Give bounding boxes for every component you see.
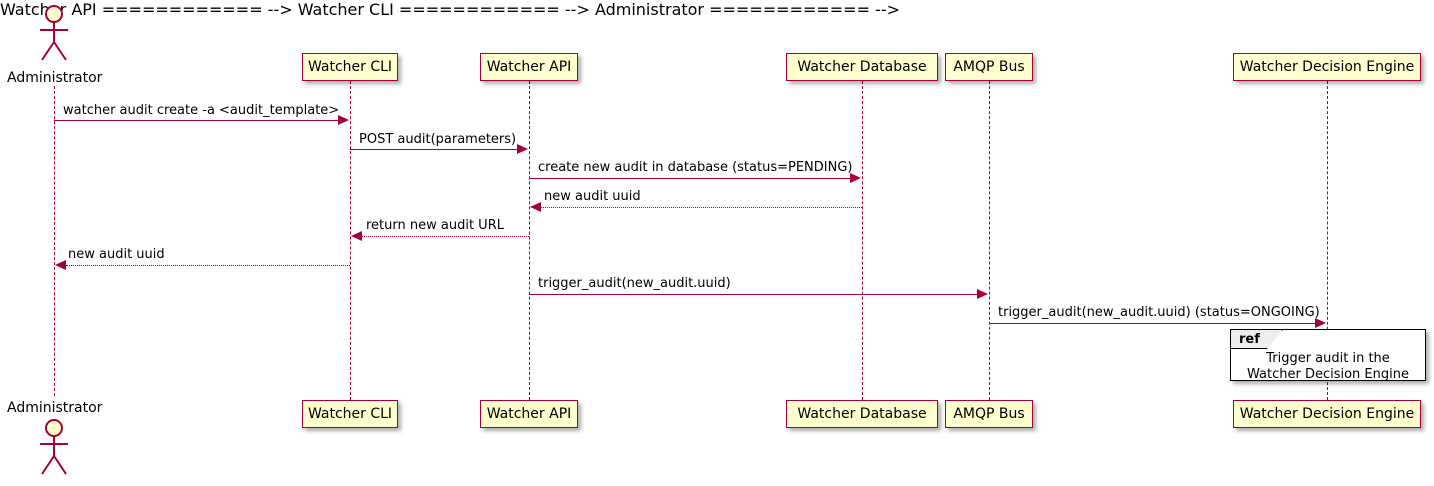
message-arrow-8 — [989, 323, 1316, 324]
ref-fragment-tab: ref — [1231, 330, 1283, 349]
message-arrow-3 — [529, 178, 851, 179]
arrowhead-right-2 — [517, 144, 528, 154]
message-label-2: POST audit(parameters) — [359, 132, 517, 147]
ref-tab-notch-icon — [1266, 330, 1283, 349]
message-label-6: new audit uuid — [68, 247, 165, 262]
participant-amqp-bus-bottom[interactable]: AMQP Bus — [945, 400, 1033, 428]
arrowhead-left-5 — [351, 231, 362, 241]
message-arrow-2 — [350, 149, 518, 150]
arrowhead-right-8 — [1315, 318, 1326, 328]
ref-fragment: ref Trigger audit in the Watcher Decisio… — [1230, 329, 1426, 382]
arrowhead-left-4 — [530, 202, 541, 212]
participant-watcher-cli-bottom[interactable]: Watcher CLI — [302, 400, 398, 428]
stick-figure-icon — [40, 5, 68, 61]
stick-figure-icon — [40, 419, 68, 475]
message-arrow-1 — [54, 120, 339, 121]
lifeline-administrator — [54, 86, 55, 396]
message-arrow-7 — [529, 294, 978, 295]
lifeline-watcher-decision-engine — [1327, 81, 1328, 400]
lifeline-watcher-database — [862, 81, 863, 400]
message-label-8: trigger_audit(new_audit.uuid) (status=ON… — [998, 305, 1320, 320]
message-arrow-6 — [66, 265, 350, 266]
participant-watcher-decision-engine-bottom[interactable]: Watcher Decision Engine — [1233, 400, 1421, 428]
actor-label-administrator-bottom: Administrator — [7, 400, 103, 416]
ref-fragment-body: Trigger audit in the Watcher Decision En… — [1247, 351, 1409, 382]
lifeline-amqp-bus — [989, 81, 990, 400]
arrowhead-right-1 — [338, 115, 349, 125]
message-label-7: trigger_audit(new_audit.uuid) — [538, 276, 731, 291]
participant-watcher-database-top[interactable]: Watcher Database — [786, 53, 938, 81]
actor-administrator-top — [34, 4, 76, 68]
participant-watcher-api-top[interactable]: Watcher API — [480, 53, 578, 81]
actor-label-administrator-top: Administrator — [7, 70, 103, 86]
participant-watcher-decision-engine-top[interactable]: Watcher Decision Engine — [1233, 53, 1421, 81]
message-label-5: return new audit URL — [366, 218, 504, 233]
arrowhead-right-3 — [850, 173, 861, 183]
message-label-3: create new audit in database (status=PEN… — [538, 160, 853, 175]
actor-administrator-bottom — [34, 418, 76, 482]
participant-watcher-database-bottom[interactable]: Watcher Database — [786, 400, 938, 428]
participant-watcher-api-bottom[interactable]: Watcher API — [480, 400, 578, 428]
ref-fragment-tab-label: ref — [1239, 331, 1260, 347]
lifeline-watcher-cli — [350, 81, 351, 400]
message-label-4: new audit uuid — [544, 189, 641, 204]
message-arrow-4 — [541, 207, 862, 208]
message-arrow-5 — [362, 236, 529, 237]
arrowhead-right-7 — [977, 289, 988, 299]
message-label-1: watcher audit create -a <audit_template> — [63, 103, 340, 118]
participant-watcher-cli-top[interactable]: Watcher CLI — [302, 53, 398, 81]
participant-amqp-bus-top[interactable]: AMQP Bus — [945, 53, 1033, 81]
lifeline-watcher-api — [529, 81, 530, 400]
arrowhead-left-6 — [55, 260, 66, 270]
